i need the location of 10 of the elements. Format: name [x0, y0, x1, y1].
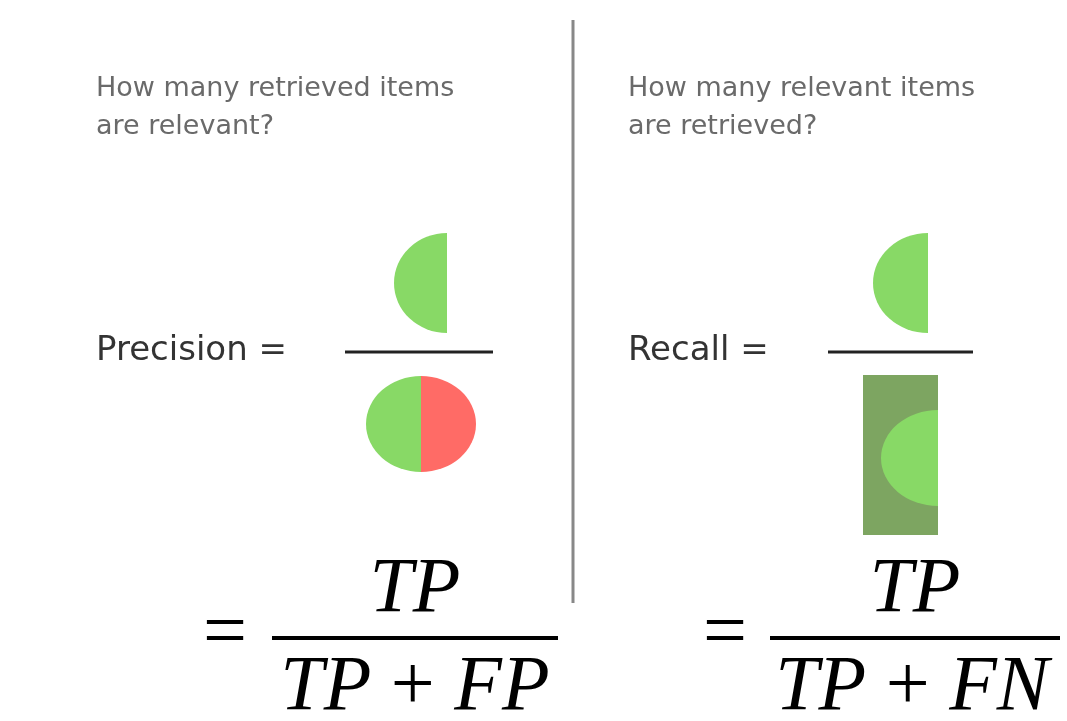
question-text: How many relevant items are retrieved?: [628, 70, 977, 142]
formula-label: Precision =: [96, 328, 287, 368]
denominator-text: TP + FN: [757, 643, 1067, 721]
denominator-text: TP + FP: [279, 643, 551, 721]
question-text: How many retrieved items are relevant?: [96, 70, 456, 142]
numerator-text: TP: [868, 545, 962, 625]
equals-sign: =: [202, 590, 248, 670]
formula-label: Recall =: [628, 328, 769, 368]
numerator-text: TP: [368, 545, 462, 625]
equals-sign: =: [702, 590, 748, 670]
